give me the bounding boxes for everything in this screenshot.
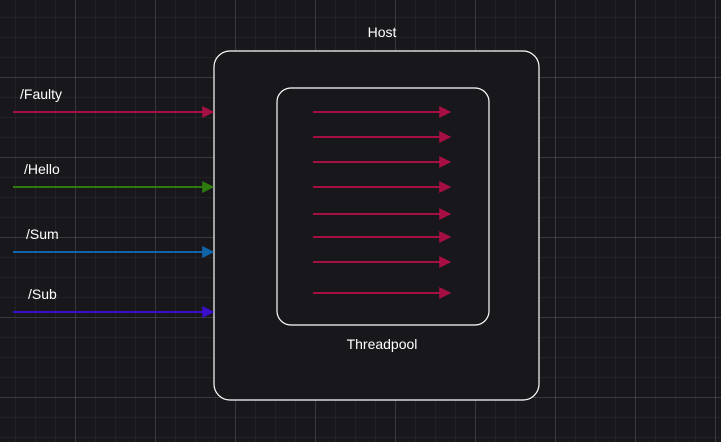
route-label-faulty: /Faulty — [20, 86, 62, 102]
threadpool-box[interactable] — [276, 87, 490, 326]
route-label-sum: /Sum — [26, 226, 59, 242]
route-label-sub: /Sub — [28, 286, 57, 302]
route-label-hello: /Hello — [24, 161, 60, 177]
route-arrows: /Faulty/Hello/Sum/Sub — [13, 86, 215, 318]
threadpool-label: Threadpool — [347, 336, 418, 352]
host-label: Host — [368, 24, 397, 40]
thread-arrows — [313, 106, 452, 299]
host-box[interactable] — [213, 50, 540, 401]
